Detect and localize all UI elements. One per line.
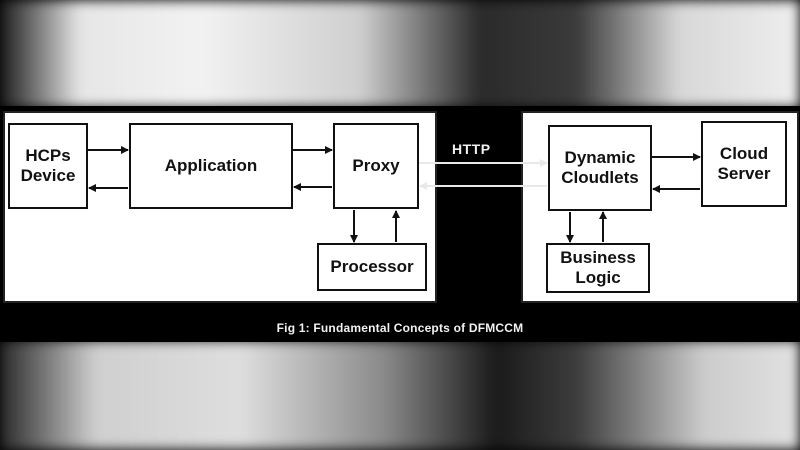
figure-caption: Fig 1: Fundamental Concepts of DFMCCM: [276, 321, 524, 335]
business-logic-box: Business Logic: [546, 243, 650, 293]
proxy-label: Proxy: [352, 156, 400, 175]
processor-label: Processor: [330, 257, 414, 276]
cloud-server-label: Cloud Server: [717, 144, 771, 183]
application-box: Application: [129, 123, 293, 209]
dynamic-cloudlets-label: Dynamic Cloudlets: [561, 148, 639, 187]
cloud-server-box: Cloud Server: [701, 121, 787, 207]
blurred-background-bottom: [0, 340, 800, 450]
processor-box: Processor: [317, 243, 427, 291]
business-logic-label: Business Logic: [560, 248, 636, 287]
application-label: Application: [164, 156, 258, 175]
dynamic-cloudlets-box: Dynamic Cloudlets: [548, 125, 652, 211]
blurred-background-top: [0, 0, 800, 108]
proxy-box: Proxy: [333, 123, 419, 209]
hcps-device-box: HCPs Device: [8, 123, 88, 209]
hcps-device-label: HCPs Device: [20, 146, 76, 185]
http-label: HTTP: [452, 141, 491, 157]
